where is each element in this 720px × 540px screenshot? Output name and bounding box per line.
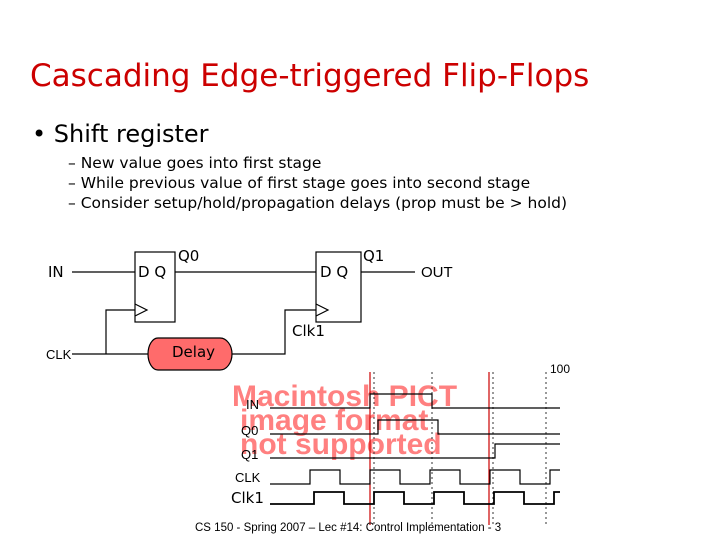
wave-q1 [270, 443, 560, 459]
ff1-clock-triangle [134, 303, 149, 317]
bullet-shift-register: • Shift register [32, 120, 209, 148]
clk1-wire [230, 309, 316, 355]
out-label: OUT [421, 264, 453, 281]
sub-item: – New value goes into first stage [68, 154, 321, 172]
ff2-label: D Q [320, 263, 349, 281]
signal-label: Q0 [241, 423, 259, 438]
sub-marker: – [68, 174, 76, 192]
sub-item-text: While previous value of first stage goes… [80, 174, 531, 192]
timing-diagram [270, 372, 560, 525]
clk-label: CLK [46, 347, 72, 362]
bullet-marker: • [32, 120, 47, 148]
wave-clk1 [270, 491, 560, 505]
slide-footer: CS 150 - Spring 2007 – Lec #14: Control … [195, 522, 502, 534]
ff1-label: D Q [138, 263, 167, 281]
pict-line-3: not supported [240, 428, 442, 461]
signal-label: IN [246, 397, 259, 412]
shift-register-circuit [72, 251, 415, 355]
signal-label: Clk1 [231, 489, 264, 507]
wave-q0 [270, 419, 560, 435]
clk-branch-ff1 [105, 309, 135, 354]
bullet-text: Shift register [53, 120, 209, 148]
sub-item-text: New value goes into first stage [80, 154, 322, 172]
sub-item-text: Consider setup/hold/propagation delays (… [80, 194, 568, 212]
delay-label: Delay [172, 343, 216, 361]
flip-flop-2 [315, 251, 362, 323]
sub-marker: – [68, 154, 76, 172]
wave-clk [270, 469, 560, 485]
q1-label: Q1 [363, 247, 385, 265]
q0-label: Q0 [178, 247, 200, 265]
sub-item: – Consider setup/hold/propagation delays… [68, 194, 567, 212]
ff2-clock-triangle [315, 303, 330, 317]
slide-title: Cascading Edge-triggered Flip-Flops [30, 58, 590, 94]
sub-marker: – [68, 194, 76, 212]
clk1-circuit-label: Clk1 [292, 322, 325, 340]
sub-item: – While previous value of first stage go… [68, 174, 530, 192]
signal-label: CLK [235, 470, 261, 485]
in-label: IN [48, 263, 64, 281]
signal-label: Q1 [241, 447, 259, 462]
flip-flop-1 [134, 251, 176, 323]
delay-element [147, 337, 233, 371]
timing-scale-label: 100 [550, 362, 571, 376]
wave-in [270, 393, 560, 409]
